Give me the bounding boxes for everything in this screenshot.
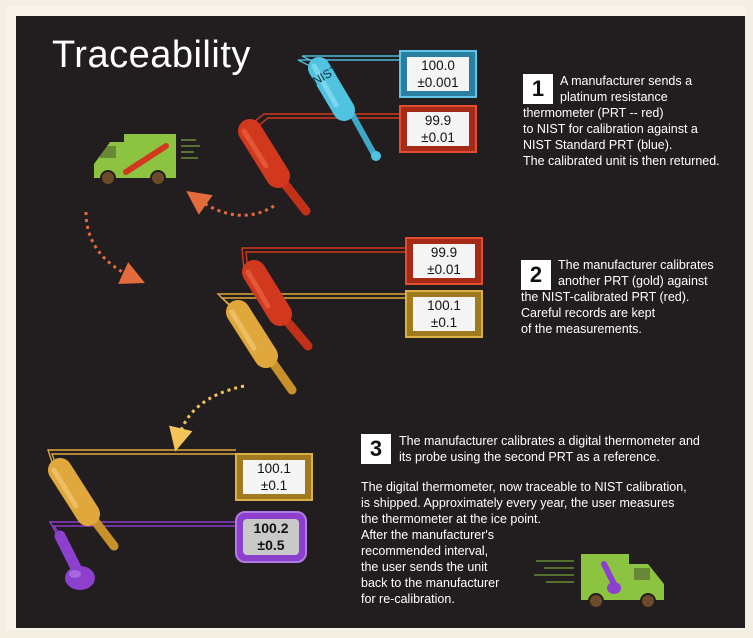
step-3-details: The digital thermometer, now traceable t… bbox=[361, 479, 687, 607]
page-title: Traceability bbox=[52, 34, 251, 76]
wire-gold-step3 bbox=[47, 449, 236, 471]
readout-uncertainty: ±0.1 bbox=[260, 478, 288, 493]
step-3-detail-line: for re-calibration. bbox=[361, 592, 455, 606]
step-3-detail-line: is shipped. Approximately every year, th… bbox=[361, 496, 675, 510]
down-arrow-red bbox=[84, 211, 145, 284]
step-3-detail-line: the thermometer at the ice point. bbox=[361, 512, 541, 526]
readout-uncertainty: ±0.001 bbox=[417, 75, 459, 90]
return-arrow-curve bbox=[186, 191, 275, 217]
step-3-line: its probe using the second PRT as a refe… bbox=[399, 450, 660, 464]
readout-frame-red-step1 bbox=[399, 105, 477, 153]
readout-frame-gold-step3 bbox=[235, 453, 313, 501]
step-1-number: 1 bbox=[523, 74, 553, 104]
shipping-truck-right bbox=[534, 554, 664, 609]
step-1-line: thermometer (PRT -- red) bbox=[523, 106, 664, 120]
readout-red-step1: 99.9 ±0.01 bbox=[407, 112, 469, 146]
readout-value: 100.2 bbox=[253, 520, 289, 536]
readout-gold-step2: 100.1 ±0.1 bbox=[413, 297, 475, 331]
readout-uncertainty: ±0.01 bbox=[427, 262, 461, 277]
step-3-number: 3 bbox=[361, 434, 391, 464]
step-2-line: The manufacturer calibrates bbox=[558, 258, 714, 272]
readout-digital: 100.2 ±0.5 bbox=[243, 520, 299, 554]
wire-digital bbox=[48, 521, 238, 539]
digital-probe bbox=[54, 530, 95, 590]
wire-red-step1 bbox=[243, 113, 400, 135]
wire-red-step2 bbox=[241, 247, 406, 273]
step-3-text: The manufacturer calibrates a digital th… bbox=[399, 433, 700, 465]
digital-thermometer-display bbox=[235, 511, 307, 563]
gold-probe-step3 bbox=[48, 458, 119, 551]
readout-uncertainty: ±0.01 bbox=[421, 130, 455, 145]
step-1-line: to NIST for calibration against a bbox=[523, 122, 698, 136]
step-1-text: A manufacturer sends a platinum resistan… bbox=[523, 73, 720, 169]
down-arrow-gold bbox=[169, 384, 245, 452]
readout-red-step2: 99.9 ±0.01 bbox=[413, 244, 475, 278]
readout-frame-nist bbox=[399, 50, 477, 98]
step-3-detail-line: After the manufacturer's bbox=[361, 528, 495, 542]
red-probe-step1 bbox=[238, 119, 311, 216]
step-3-detail-line: the user sends the unit bbox=[361, 560, 488, 574]
readout-value: 100.1 bbox=[257, 461, 291, 476]
diagram-artwork bbox=[47, 50, 664, 609]
step-3-detail-line: back to the manufacturer bbox=[361, 576, 500, 590]
step-3-detail-line: recommended interval, bbox=[361, 544, 489, 558]
step-1-line: platinum resistance bbox=[560, 90, 668, 104]
step-2-number: 2 bbox=[521, 260, 551, 290]
step-2-line: Careful records are kept bbox=[521, 306, 656, 320]
readout-value: 99.9 bbox=[424, 113, 452, 128]
readout-value: 99.9 bbox=[430, 245, 458, 260]
readout-nist: 100.0 ±0.001 bbox=[407, 57, 469, 91]
nist-probe bbox=[308, 57, 381, 161]
step-2-text: The manufacturer calibrates another PRT … bbox=[521, 257, 714, 337]
red-probe-step2 bbox=[242, 260, 313, 351]
step-2-line: the NIST-calibrated PRT (red). bbox=[521, 290, 690, 304]
step-2-line: of the measurements. bbox=[521, 322, 642, 336]
step-1-line: NIST Standard PRT (blue). bbox=[523, 138, 673, 152]
step-1-line: A manufacturer sends a bbox=[560, 74, 693, 88]
step-3-detail-line: The digital thermometer, now traceable t… bbox=[361, 480, 687, 494]
readout-frame-red-step2 bbox=[405, 237, 483, 285]
readout-gold-step3: 100.1 ±0.1 bbox=[243, 460, 305, 494]
outer-frame: NIST Traceability 100.0 ±0.001 99.9 ±0.0… bbox=[6, 6, 745, 630]
readout-uncertainty: ±0.5 bbox=[257, 537, 285, 553]
readout-value: 100.0 bbox=[421, 58, 455, 73]
step-3-line: The manufacturer calibrates a digital th… bbox=[399, 434, 700, 448]
step-2-line: another PRT (gold) against bbox=[558, 274, 708, 288]
diagram-panel: NIST Traceability 100.0 ±0.001 99.9 ±0.0… bbox=[16, 16, 745, 628]
readout-uncertainty: ±0.1 bbox=[430, 315, 458, 330]
readout-frame-gold-step2 bbox=[405, 290, 483, 338]
gold-probe-step2 bbox=[226, 300, 297, 395]
shipping-truck-left bbox=[94, 134, 200, 186]
readout-value: 100.1 bbox=[427, 298, 461, 313]
step-1-line: The calibrated unit is then returned. bbox=[523, 154, 720, 168]
